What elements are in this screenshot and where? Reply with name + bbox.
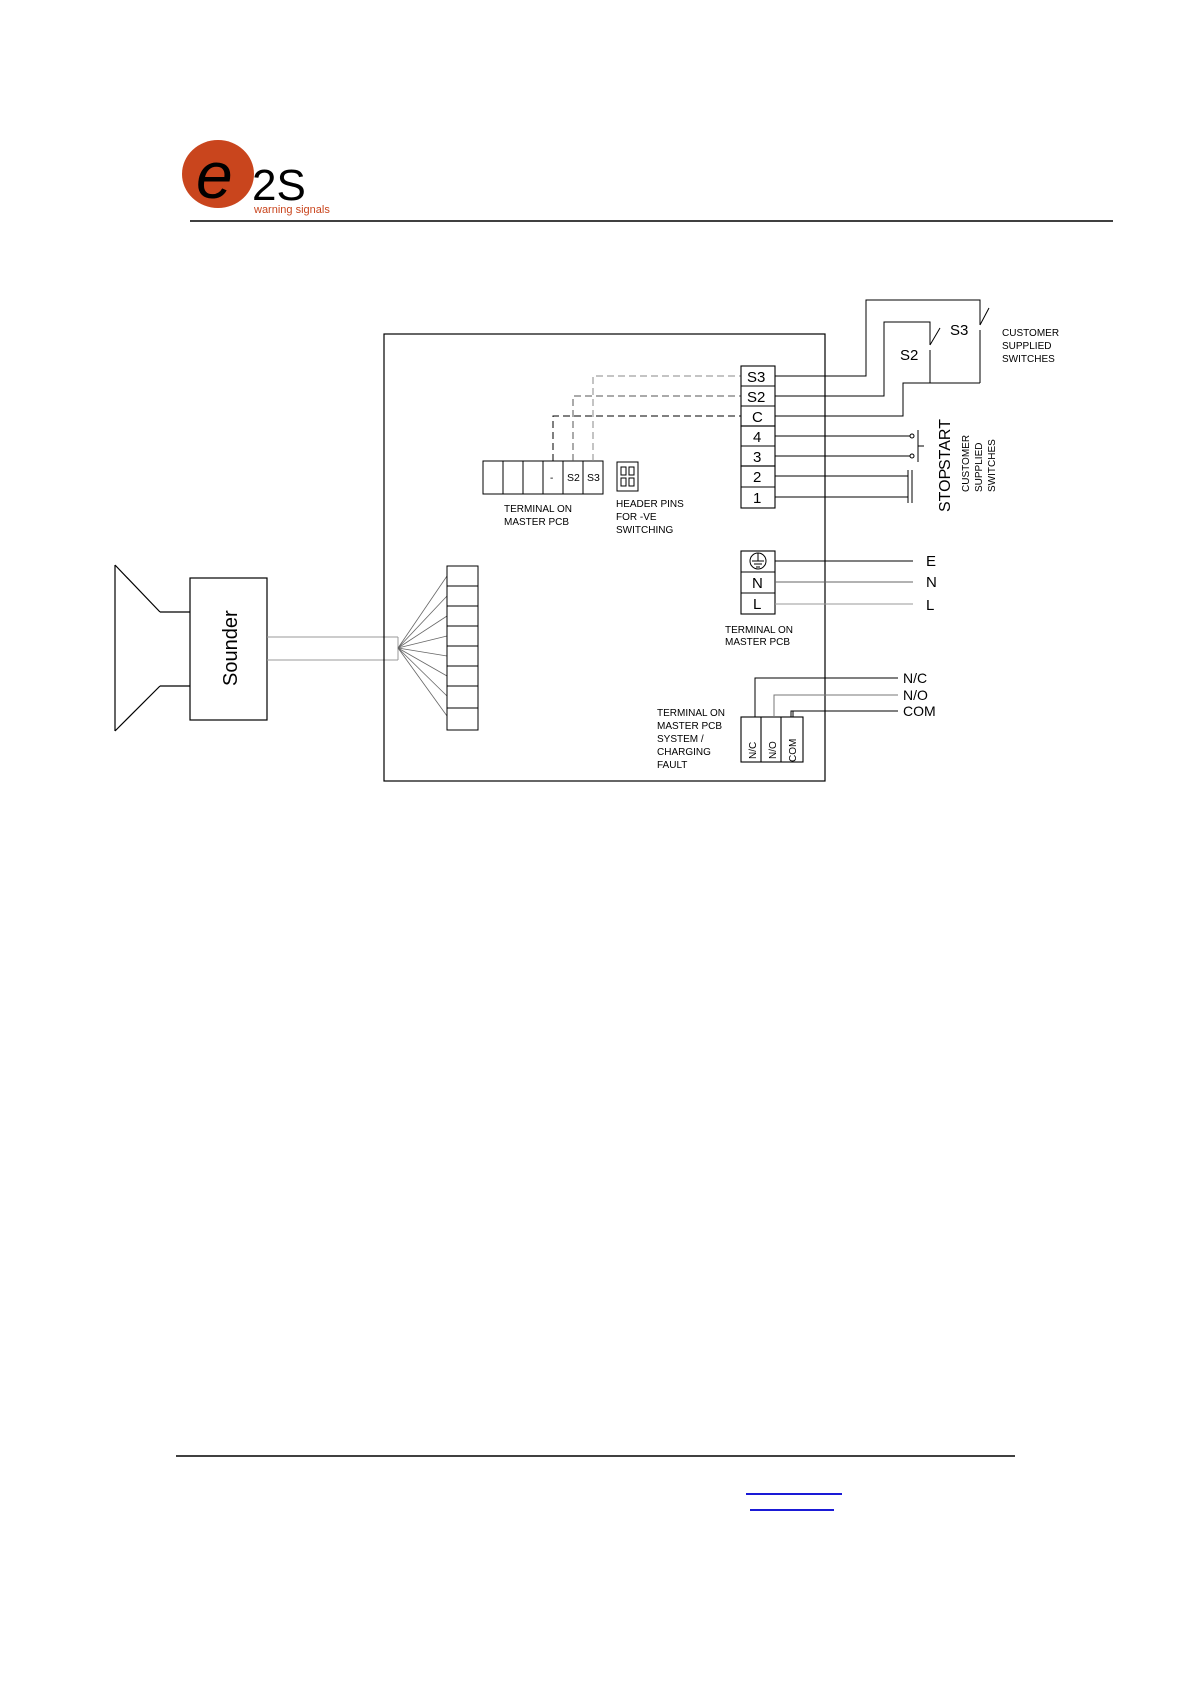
stopstart-caption-1: CUSTOMER <box>961 435 972 492</box>
header-pins-caption-1: HEADER PINS <box>616 499 684 510</box>
company-logo: e 2S warning signals <box>182 138 330 216</box>
fault-output-no: N/O <box>903 687 928 703</box>
sounder-label: Sounder <box>220 610 242 686</box>
power-cell-n: N <box>752 575 763 592</box>
internal-connector <box>447 566 478 730</box>
switch-label-s2: S2 <box>900 347 918 364</box>
master-terminal-caption-2: MASTER PCB <box>504 517 569 528</box>
speaker-horn <box>115 565 190 731</box>
customer-switches-caption-1: CUSTOMER <box>1002 328 1059 339</box>
fault-output-com: COM <box>903 703 936 719</box>
header-pins-caption-3: SWITCHING <box>616 525 673 536</box>
sounder-cable <box>267 637 398 660</box>
header-pins-caption-2: FOR -VE <box>616 512 657 523</box>
fault-caption-1: TERMINAL ON <box>657 708 725 719</box>
logo-brand: 2S <box>252 161 306 210</box>
power-terminal-caption-1: TERMINAL ON <box>725 625 793 636</box>
master-cell-minus: - <box>550 473 553 484</box>
fault-wires <box>755 678 898 717</box>
master-cell-s3: S3 <box>587 472 600 484</box>
fault-cell-com: COM <box>788 739 799 762</box>
power-cell-l: L <box>753 596 761 613</box>
terminal-3: 3 <box>753 449 761 466</box>
terminal-1: 1 <box>753 490 761 507</box>
start-label: START <box>937 419 954 470</box>
logo-mark: e <box>196 138 233 212</box>
terminal-s3: S3 <box>747 369 765 386</box>
customer-switches-caption-2: SUPPLIED <box>1002 341 1051 352</box>
footer-link-2[interactable] <box>750 1509 834 1511</box>
switch-label-s3: S3 <box>950 322 968 339</box>
power-output-e: E <box>926 553 936 570</box>
terminal-s2: S2 <box>747 389 765 406</box>
fault-cell-no: N/O <box>768 741 779 759</box>
power-wires <box>775 561 913 604</box>
fault-caption-5: FAULT <box>657 760 687 771</box>
logo-tagline: warning signals <box>253 204 330 216</box>
header-pins-icon <box>617 462 638 491</box>
terminal-c: C <box>752 409 763 426</box>
power-output-n: N <box>926 574 937 591</box>
fanout-wires <box>398 576 447 716</box>
master-terminal-caption-1: TERMINAL ON <box>504 504 572 515</box>
earth-ground-icon <box>750 553 766 569</box>
terminal-2: 2 <box>753 469 761 486</box>
footer-link-1[interactable] <box>746 1493 842 1495</box>
fault-cell-nc: N/C <box>748 742 759 759</box>
power-terminal-caption-2: MASTER PCB <box>725 637 790 648</box>
fault-output-nc: N/C <box>903 670 927 686</box>
stopstart-caption-3: SWITCHES <box>987 439 998 492</box>
stop-start-wiring <box>775 430 924 503</box>
dashed-links <box>553 376 741 461</box>
customer-switches-caption-3: SWITCHES <box>1002 354 1055 365</box>
terminal-4: 4 <box>753 429 761 446</box>
fault-caption-2: MASTER PCB <box>657 721 722 732</box>
master-cell-s2: S2 <box>567 472 580 484</box>
power-output-l: L <box>926 597 934 614</box>
stopstart-caption-2: SUPPLIED <box>974 443 985 492</box>
customer-switch-wiring <box>775 300 989 416</box>
fault-caption-3: SYSTEM / <box>657 734 704 745</box>
master-terminal-block: - S2 S3 <box>483 461 603 494</box>
stop-label: STOP <box>937 469 954 512</box>
fault-caption-4: CHARGING <box>657 747 711 758</box>
